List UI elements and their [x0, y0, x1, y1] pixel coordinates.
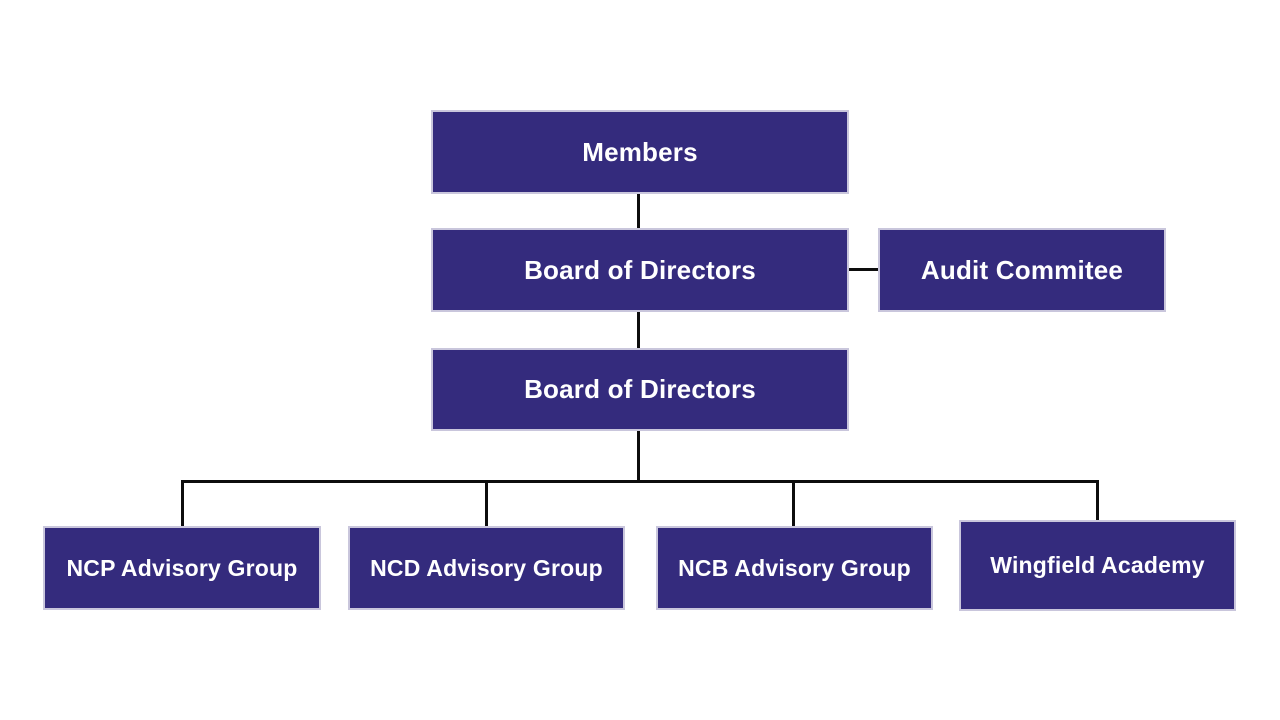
- connector-bus-ncp: [181, 480, 184, 528]
- org-node-ncd-advisory-group: NCD Advisory Group: [348, 526, 625, 610]
- org-node-ncp-advisory-group-label: NCP Advisory Group: [66, 554, 298, 581]
- org-node-ncd-advisory-group-label: NCD Advisory Group: [370, 554, 603, 581]
- org-node-members-label: Members: [582, 136, 698, 167]
- connector-bus-horizontal: [181, 480, 1099, 483]
- org-node-board-of-directors: Board of Directors: [431, 228, 849, 312]
- org-node-audit-committee-label: Audit Commitee: [920, 254, 1124, 285]
- connector-bus-ncd: [485, 480, 488, 528]
- org-node-members: Members: [431, 110, 849, 194]
- org-node-board-of-directors-2-label: Board of Directors: [524, 374, 756, 404]
- org-node-board-of-directors-label: Board of Directors: [524, 254, 756, 285]
- connector-board2-bus: [637, 431, 640, 483]
- org-node-audit-committee: Audit Commitee: [878, 228, 1166, 312]
- org-node-wingfield-academy: Wingfield Academy: [959, 520, 1236, 611]
- org-node-wingfield-academy-label: Wingfield Academy: [990, 552, 1205, 578]
- org-node-ncb-advisory-group-label: NCB Advisory Group: [678, 554, 911, 581]
- connector-board-board2: [637, 312, 640, 350]
- connector-bus-ncb: [792, 480, 795, 528]
- connector-bus-wingfield: [1096, 480, 1099, 522]
- org-node-ncb-advisory-group: NCB Advisory Group: [656, 526, 933, 610]
- org-node-ncp-advisory-group: NCP Advisory Group: [43, 526, 321, 610]
- connector-members-board: [637, 194, 640, 230]
- org-node-board-of-directors-2: Board of Directors: [431, 348, 849, 431]
- connector-board-audit: [849, 268, 878, 271]
